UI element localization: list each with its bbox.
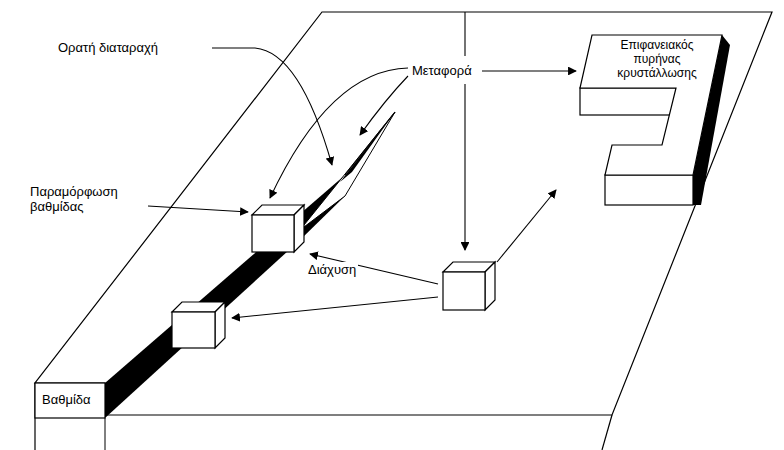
callout-label: Ορατή διαταραχή bbox=[56, 40, 160, 55]
nucleus-shape: Επιφανειακός πυρήνας κρυστάλλωσης bbox=[596, 38, 718, 80]
callout-label: Παραμόρφωση βαθμίδας bbox=[28, 184, 144, 214]
step-label: Βαθμίδα bbox=[40, 392, 93, 407]
callout-label: Διάχυση bbox=[306, 262, 358, 277]
nucleus-text: Επιφανειακός πυρήνας κρυστάλλωσης bbox=[596, 38, 718, 80]
callout-label: Μεταφορά bbox=[410, 63, 474, 78]
